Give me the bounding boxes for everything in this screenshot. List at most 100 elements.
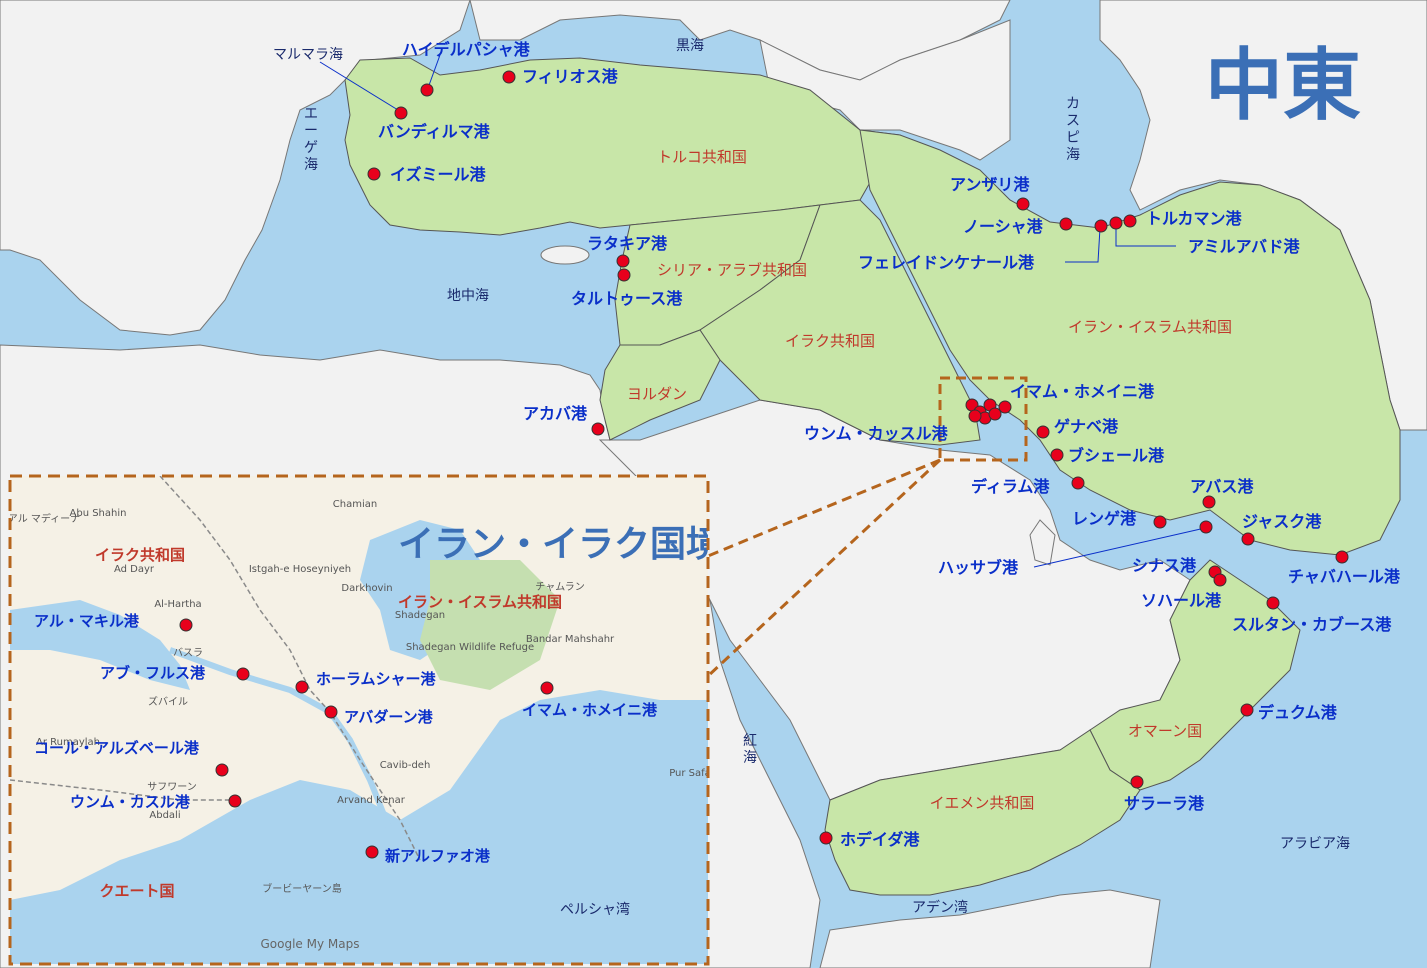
inset-country-iraq: イラク共和国 xyxy=(95,546,185,564)
inset-port-marker-abadan xyxy=(324,705,338,719)
leader-marmara xyxy=(319,61,399,111)
inset-place-arvand-kenar: Arvand Kenar xyxy=(337,795,406,806)
inset-place-wildlife-refuge: Shadegan Wildlife Refuge xyxy=(406,642,534,653)
sea-label-marmara: マルマラ海 xyxy=(273,47,343,63)
port-marker-amirabad xyxy=(1109,216,1123,230)
inset-port-label-khorramshahr: ホーラムシャー港 xyxy=(316,670,437,688)
inset-border xyxy=(159,476,421,861)
inset-country-kuwait: クエート国 xyxy=(99,882,174,900)
port-marker-cluster xyxy=(968,409,982,423)
country-iraq xyxy=(699,199,981,446)
inset-place-shadegan: Shadegan xyxy=(395,610,445,621)
port-marker-sohar xyxy=(1213,573,1227,587)
port-label-sultan-qaboos: スルタン・カブース港 xyxy=(1232,615,1392,634)
port-label-bushehr: ブシェール港 xyxy=(1068,446,1165,465)
inset-place-zubair: ズバイル xyxy=(148,695,188,708)
peninsula-qatar xyxy=(1029,519,1056,566)
port-label-jask: ジャスク港 xyxy=(1242,512,1322,531)
inset-marsh xyxy=(10,600,190,690)
port-label-izmir: イズミール港 xyxy=(390,165,487,184)
inset-place-basra: バスラ xyxy=(173,647,203,659)
leader-fereydunkenar xyxy=(1065,227,1101,263)
country-label-yemen: イエメン共和国 xyxy=(930,794,1035,812)
inset-frame xyxy=(8,474,710,966)
inset-gulf xyxy=(10,690,708,964)
inset-wildlife-refuge xyxy=(420,560,560,690)
port-marker-lengeh xyxy=(1153,515,1167,529)
port-label-khasab: ハッサブ港 xyxy=(938,558,1019,577)
sea-label-aegean: エーゲ海 xyxy=(304,106,318,173)
inset-port-label-umm-qasr: ウンム・カスル港 xyxy=(70,793,191,811)
inset-country-iran: イラン・イスラム共和国 xyxy=(398,593,562,611)
inset-place-cavib-deh: Cavib-deh xyxy=(380,760,431,771)
port-marker-cluster xyxy=(988,407,1002,421)
inset-port-marker-imam-khomeini xyxy=(540,681,554,695)
sea-label-red-sea: 紅海 xyxy=(743,733,757,766)
leader-hassab xyxy=(1033,527,1206,568)
inset-port-marker-khor-al-zubair xyxy=(215,763,229,777)
port-marker-jask xyxy=(1241,532,1255,546)
inset-port-label-imam-khomeini: イマム・ホメイニ港 xyxy=(522,701,658,719)
port-label-aqaba: アカバ港 xyxy=(523,404,588,423)
land-horn xyxy=(819,889,1161,968)
port-marker-latakia xyxy=(616,254,630,268)
country-yemen xyxy=(824,729,1141,896)
country-label-jordan: ヨルダン xyxy=(627,385,687,403)
port-marker-torkaman xyxy=(1123,214,1137,228)
inset-place-safwan: サフワーン xyxy=(147,781,197,793)
port-label-chabahar: チャバハール港 xyxy=(1288,567,1401,586)
inset-place-al-madinah: アル マディーナ xyxy=(8,512,80,525)
inset-locator-box xyxy=(938,376,1028,462)
sea-label-arabian-sea: アラビア海 xyxy=(1280,836,1350,852)
sea-label-caspian: カスピ海 xyxy=(1066,96,1080,163)
island-cyprus xyxy=(540,245,590,265)
port-label-anzali: アンザリ港 xyxy=(950,175,1030,194)
port-label-nowshahr: ノーシャ港 xyxy=(963,217,1044,236)
country-label-oman: オマーン国 xyxy=(1128,722,1202,740)
port-marker-bushehr xyxy=(1050,448,1064,462)
port-marker-abbas xyxy=(1202,495,1216,509)
port-marker-izmir xyxy=(367,167,381,181)
port-label-umm-qasr: ウンム・カッスル港 xyxy=(804,424,949,443)
port-label-haydarpasa: ハイデルパシャ港 xyxy=(402,40,531,59)
port-label-sohar: ソハール港 xyxy=(1141,591,1222,610)
inset-connector-2 xyxy=(706,458,942,678)
port-marker-genaveh xyxy=(1036,425,1050,439)
inset-port-label-abadan: アバダーン港 xyxy=(344,708,434,726)
port-marker-tartus xyxy=(617,268,631,282)
land-europe xyxy=(0,0,471,336)
port-marker-bandirma xyxy=(394,106,408,120)
port-marker-aqaba xyxy=(591,422,605,436)
port-marker-nowshahr xyxy=(1059,217,1073,231)
port-label-imam-khomeini: イマム・ホメイニ港 xyxy=(1010,382,1155,401)
port-label-genaveh: ゲナベ港 xyxy=(1054,417,1119,436)
sea-label-black-sea: 黒海 xyxy=(676,38,704,54)
port-marker-sultan-qaboos xyxy=(1266,596,1280,610)
port-label-fereydunkenar: フェレイドンケナール港 xyxy=(858,253,1035,272)
port-marker-chabahar xyxy=(1335,550,1349,564)
port-label-lengeh: レンゲ港 xyxy=(1072,509,1137,528)
port-marker-filyos xyxy=(502,70,516,84)
inset-port-marker-grand-faw xyxy=(365,845,379,859)
port-label-dayyer: ディラム港 xyxy=(971,477,1050,496)
leader-amirabad xyxy=(1115,226,1176,247)
inset-port-marker-abu-flus xyxy=(236,667,250,681)
inset-place-ar-rumaylah: Ar Rumaylah xyxy=(36,737,100,748)
inset-khor xyxy=(250,810,330,920)
country-label-turkey: トルコ共和国 xyxy=(657,148,747,166)
inset-port-label-abu-flus: アブ・フルス港 xyxy=(100,664,206,682)
port-label-duqm: デュクム港 xyxy=(1258,703,1338,722)
inset-port-marker-al-maqil xyxy=(179,618,193,632)
inset-place-istgah: Istgah-e Hoseyniyeh xyxy=(249,564,351,575)
port-marker-dayyer xyxy=(1071,476,1085,490)
inset-port-label-al-maqil: アル・マキル港 xyxy=(34,612,140,630)
map-title: 中東 xyxy=(1205,41,1361,131)
port-marker-duqm xyxy=(1240,703,1254,717)
port-marker-hodeidah xyxy=(819,831,833,845)
inset-place-bubiyan: ブービーヤーン島 xyxy=(262,882,342,895)
port-label-latakia: ラタキア港 xyxy=(587,234,668,253)
sea-label-gulf-of-aden: アデン湾 xyxy=(912,899,968,916)
inset-attribution: Google My Maps xyxy=(261,937,360,951)
port-label-torkaman: トルカマン港 xyxy=(1146,209,1243,228)
